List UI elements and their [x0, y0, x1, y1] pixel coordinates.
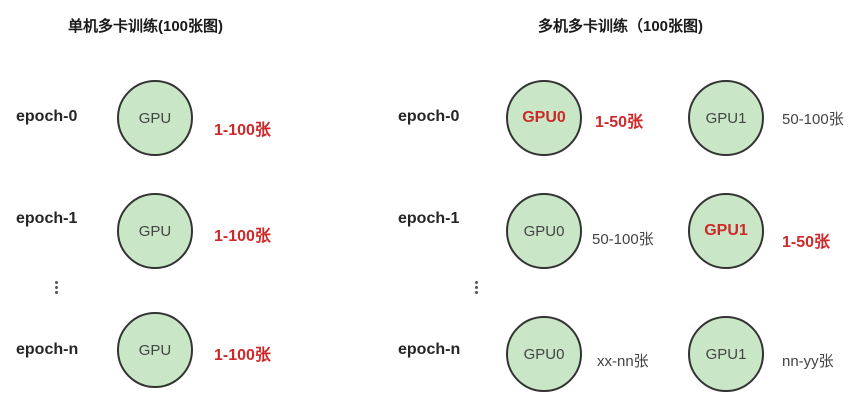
right-gpu0-range-epoch-1: 50-100张 — [592, 231, 654, 248]
vertical-ellipsis-icon — [53, 281, 59, 295]
left-gpu-node-epoch-1: GPU — [117, 193, 193, 269]
vertical-ellipsis-icon — [473, 281, 479, 295]
right-epoch-1-label: epoch-1 — [398, 210, 460, 227]
left-gpu-node-epoch-0: GPU — [117, 80, 193, 156]
right-gpu0-node-epoch-1: GPU0 — [506, 193, 582, 269]
left-range-epoch-0: 1-100张 — [214, 122, 271, 139]
left-epoch-0-label: epoch-0 — [16, 108, 78, 125]
single-machine-title: 单机多卡训练(100张图) — [68, 18, 224, 35]
right-epoch-0-label: epoch-0 — [398, 108, 460, 125]
left-range-epoch-n: 1-100张 — [214, 347, 271, 364]
right-gpu1-node-epoch-n: GPU1 — [688, 316, 764, 392]
left-epoch-1-label: epoch-1 — [16, 210, 78, 227]
right-gpu0-range-epoch-0: 1-50张 — [595, 114, 644, 131]
right-gpu1-range-epoch-0: 50-100张 — [782, 111, 844, 128]
right-gpu0-range-epoch-n: xx-nn张 — [597, 353, 649, 370]
left-range-epoch-1: 1-100张 — [214, 228, 271, 245]
right-gpu0-node-epoch-0: GPU0 — [506, 80, 582, 156]
left-gpu-node-epoch-n: GPU — [117, 312, 193, 388]
right-gpu0-node-epoch-n: GPU0 — [506, 316, 582, 392]
right-gpu1-node-epoch-1: GPU1 — [688, 193, 764, 269]
multi-machine-title: 多机多卡训练（100张图) — [538, 18, 704, 35]
right-gpu1-node-epoch-0: GPU1 — [688, 80, 764, 156]
right-epoch-n-label: epoch-n — [398, 341, 461, 358]
right-gpu1-range-epoch-1: 1-50张 — [782, 234, 831, 251]
right-gpu1-range-epoch-n: nn-yy张 — [782, 353, 834, 370]
left-epoch-n-label: epoch-n — [16, 341, 79, 358]
